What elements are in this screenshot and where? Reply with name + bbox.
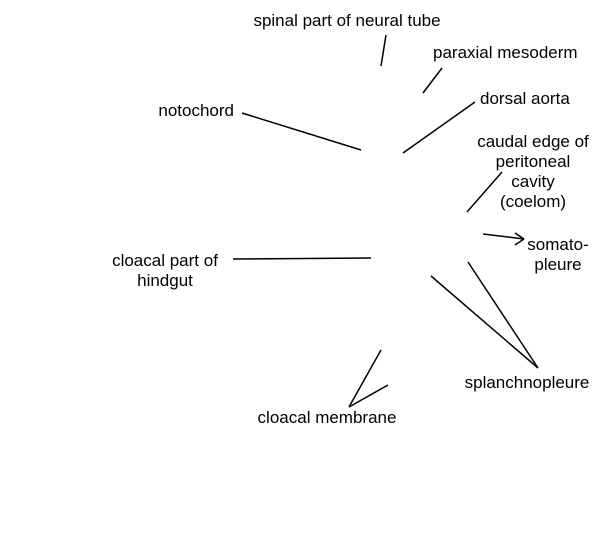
label-spinal-part-of-neural-tube: spinal part of neural tube — [253, 11, 441, 30]
somatopleure-leader-3 — [514, 238, 525, 246]
label-notochord: notochord — [158, 101, 234, 120]
cloacal-membrane-leader-1 — [348, 349, 382, 408]
paraxial-mesoderm-leader — [422, 67, 443, 94]
label-cloacal-membrane: cloacal membrane — [257, 408, 397, 427]
cloacal-hindgut-leader — [232, 257, 372, 260]
somatopleure-leader-2 — [514, 232, 525, 240]
splanchnopleure-leader-1 — [430, 275, 539, 369]
label-somatopleure: somato- pleure — [527, 235, 589, 274]
splanchnopleure-leader-2 — [467, 261, 539, 369]
label-cloacal-part-of-hindgut: cloacal part of hindgut — [112, 251, 218, 290]
notochord-leader — [241, 112, 362, 151]
label-dorsal-aorta: dorsal aorta — [480, 89, 570, 108]
label-caudal-edge-of-peritoneal-cavity: caudal edge of peritoneal cavity (coelom… — [477, 132, 589, 211]
spinal-neural-tube-leader — [380, 34, 387, 67]
label-paraxial-mesoderm: paraxial mesoderm — [433, 43, 578, 62]
caudal-edge-peritoneal-cavity-leader — [466, 171, 503, 213]
somatopleure-leader-1 — [482, 233, 525, 240]
label-splanchnopleure: splanchnopleure — [464, 373, 590, 392]
cloacal-membrane-leader-2 — [348, 384, 389, 408]
dorsal-aorta-leader — [402, 101, 476, 154]
